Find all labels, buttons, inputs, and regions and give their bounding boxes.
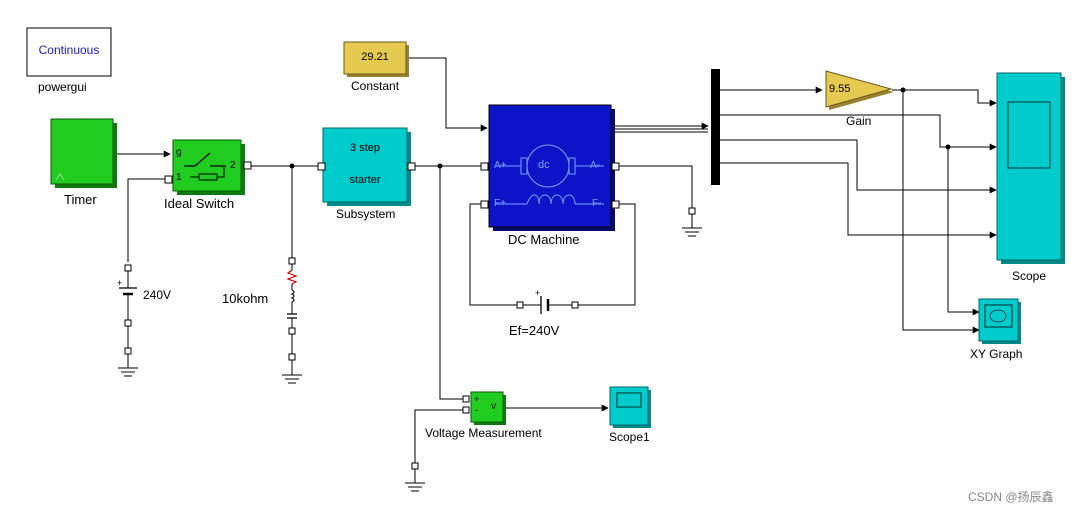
scope-block[interactable] [996, 72, 1065, 264]
xy-graph-label: XY Graph [970, 347, 1023, 361]
subsystem-block[interactable] [317, 127, 416, 206]
plus-sign-field-icon: + [535, 288, 540, 298]
field-voltage-source[interactable] [516, 296, 579, 314]
powergui-mode-text: Continuous [38, 43, 100, 57]
constant-label: Constant [351, 79, 400, 93]
subsystem-line1: 3 step [350, 142, 380, 154]
dc-port-a-minus: A- [590, 160, 600, 171]
junction-dots [289, 87, 951, 169]
powergui-block[interactable] [26, 27, 112, 77]
timer-label: Timer [64, 192, 97, 207]
switch-symbol-icon [184, 152, 226, 167]
ground-dc-machine-icon [682, 207, 702, 237]
dc-port-f-plus: F+ [494, 198, 506, 209]
ideal-switch-block[interactable] [164, 139, 252, 195]
switch-port-2-label: 2 [230, 160, 236, 171]
powergui-label: powergui [38, 80, 87, 94]
voltage-measurement-block[interactable] [462, 391, 506, 425]
gain-label: Gain [846, 114, 872, 128]
ideal-switch-label: Ideal Switch [164, 196, 235, 211]
dc-source-label: 240V [143, 288, 172, 302]
gain-block[interactable] [825, 70, 894, 110]
signal-lines [117, 57, 997, 466]
constant-block[interactable] [343, 41, 409, 77]
dc-voltage-source-240v[interactable] [118, 264, 138, 377]
timer-block[interactable] [50, 118, 117, 188]
scope1-block[interactable] [609, 386, 651, 428]
dc-machine-center-text: dc [538, 159, 550, 171]
rlc-branch-10kohm[interactable] [282, 257, 302, 384]
resistor-label: 10kohm [222, 291, 269, 306]
constant-value: 29.21 [361, 51, 389, 63]
subsystem-line2: starter [349, 174, 381, 186]
plus-sign-icon: + [117, 278, 122, 288]
scope-screen-icon [1007, 101, 1051, 169]
watermark-text: CSDN @扬辰鑫 [968, 490, 1054, 504]
vm-out-label: v [491, 401, 496, 412]
ground-voltage-measurement-icon [405, 462, 425, 492]
vm-plus-label: + [474, 394, 480, 404]
scope1-label: Scope1 [609, 430, 650, 444]
dc-machine-label: DC Machine [508, 232, 580, 247]
switch-port-g-label: g [176, 147, 182, 158]
field-source-label: Ef=240V [509, 323, 560, 338]
dc-port-f-minus: F- [592, 198, 602, 209]
scope1-screen-icon [616, 392, 642, 408]
dc-machine-block[interactable] [480, 104, 620, 231]
gain-value: 9.55 [829, 83, 851, 95]
voltage-measurement-label: Voltage Measurement [425, 426, 542, 440]
vm-minus-label: - [475, 405, 478, 415]
motor-symbol-icon [495, 144, 604, 205]
bus-selector-block[interactable] [711, 69, 720, 185]
subsystem-label: Subsystem [336, 207, 396, 221]
xy-graph-block[interactable] [978, 298, 1021, 344]
switch-port-1-label: 1 [176, 172, 182, 183]
xy-screen-icon [984, 304, 1013, 328]
dc-port-a-plus: A+ [494, 160, 507, 171]
scope-label: Scope [1012, 269, 1047, 283]
